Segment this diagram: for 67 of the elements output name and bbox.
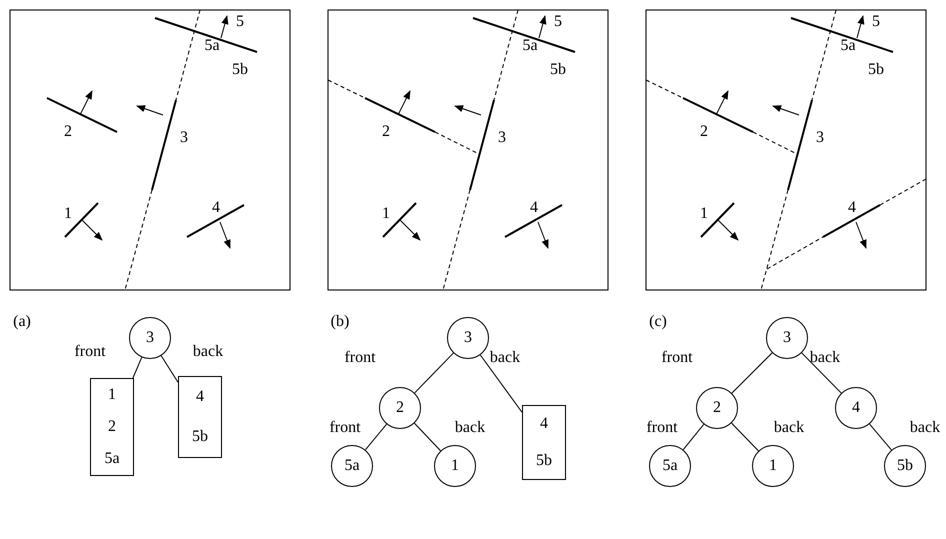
segment-label: 5 [872,14,880,30]
node-label: 3 [146,328,154,348]
segment-label: 3 [498,130,506,146]
tree-edge [132,356,142,378]
tree-edge [869,424,892,450]
segment-label: 4 [848,200,856,216]
leaf-box [90,378,134,476]
leaf-box [522,405,566,480]
tree-edge [414,422,442,452]
panel-caption: (a) [13,314,31,330]
node-label: 5b [192,427,208,447]
edge-label: back [910,420,940,436]
segment-label: 5 [554,14,562,30]
node-label: 5a [344,456,360,476]
tree-edge [682,424,704,450]
tree-edge [414,352,454,394]
edge-label: front [344,350,376,366]
segment-label: 2 [700,124,708,140]
segment-label: 5b [232,62,248,78]
edge-label: front [646,420,678,436]
segment-label: 5a [204,38,220,54]
segment-label: 2 [64,124,72,140]
node-label: 2 [396,398,404,418]
segment-label: 4 [212,200,220,216]
node-label: 5b [897,456,913,476]
node-label: 3 [783,328,791,348]
node-label: 1 [769,456,777,476]
leaf-box [178,376,222,458]
segment-label: 2 [382,124,390,140]
tree-edge [364,424,388,450]
node-label: 2 [713,398,721,418]
segment-label: 1 [382,206,390,222]
segment-label: 4 [530,200,538,216]
tree-edge [801,352,842,394]
tree-edge [480,354,522,413]
node-label: 5b [536,450,552,471]
node-label: 5a [104,449,120,469]
node-label: 4 [852,398,860,418]
edge-label: front [661,350,693,366]
node-label: 2 [108,417,116,437]
segment-label: 3 [180,130,188,146]
panel-caption: (b) [330,314,350,330]
edge-label: front [74,344,106,360]
node-label: 3 [464,328,472,348]
node-label: 4 [540,414,548,434]
segment-label: 5 [236,14,244,30]
node-label: 5a [662,456,678,476]
edge-label: back [490,350,520,366]
edge-label: back [454,420,486,436]
edge-label: front [329,420,361,436]
segment-label: 1 [700,206,708,222]
tree-edge [731,422,759,452]
panel-caption: (c) [649,314,667,330]
segment-label: 5a [840,38,856,54]
segment-label: 5b [868,62,884,78]
segment-label: 3 [816,130,824,146]
edge-label: back [192,344,224,360]
tree-edge [731,352,773,394]
edge-label: back [810,350,840,366]
tree-edge [160,355,178,383]
segment-label: 1 [64,206,72,222]
segment-label: 5b [550,62,566,78]
node-label: 4 [196,387,204,407]
segment-label: 5a [522,38,538,54]
node-label: 1 [108,385,116,405]
node-label: 1 [451,456,459,476]
edge-label: back [774,420,804,436]
